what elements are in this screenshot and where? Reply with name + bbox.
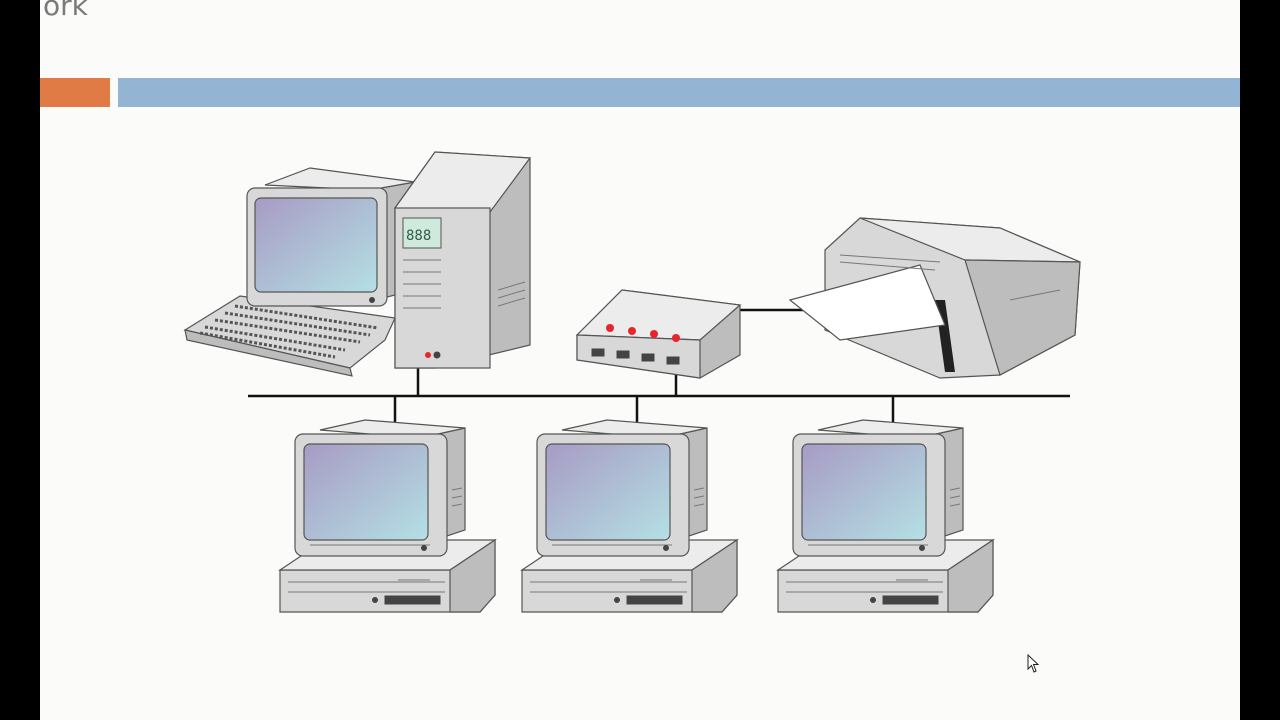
accent-bar-orange: [40, 78, 110, 107]
network-diagram: 888: [183, 151, 1081, 613]
desktop-computer-icon: [279, 419, 496, 613]
printer-icon: [788, 217, 1081, 379]
slide-title: ork: [43, 0, 88, 22]
hub-icon: [575, 289, 742, 379]
desktop-computer-icon: [777, 419, 994, 613]
desktop-computer-icon: [521, 419, 738, 613]
mouse-pointer-icon: [1027, 654, 1040, 673]
accent-bar-blue: [118, 78, 1240, 107]
network-cables: [248, 308, 1070, 425]
server-computer-icon: 888: [183, 151, 532, 377]
slide: ork: [40, 0, 1240, 720]
svg-text:888: 888: [406, 228, 431, 244]
